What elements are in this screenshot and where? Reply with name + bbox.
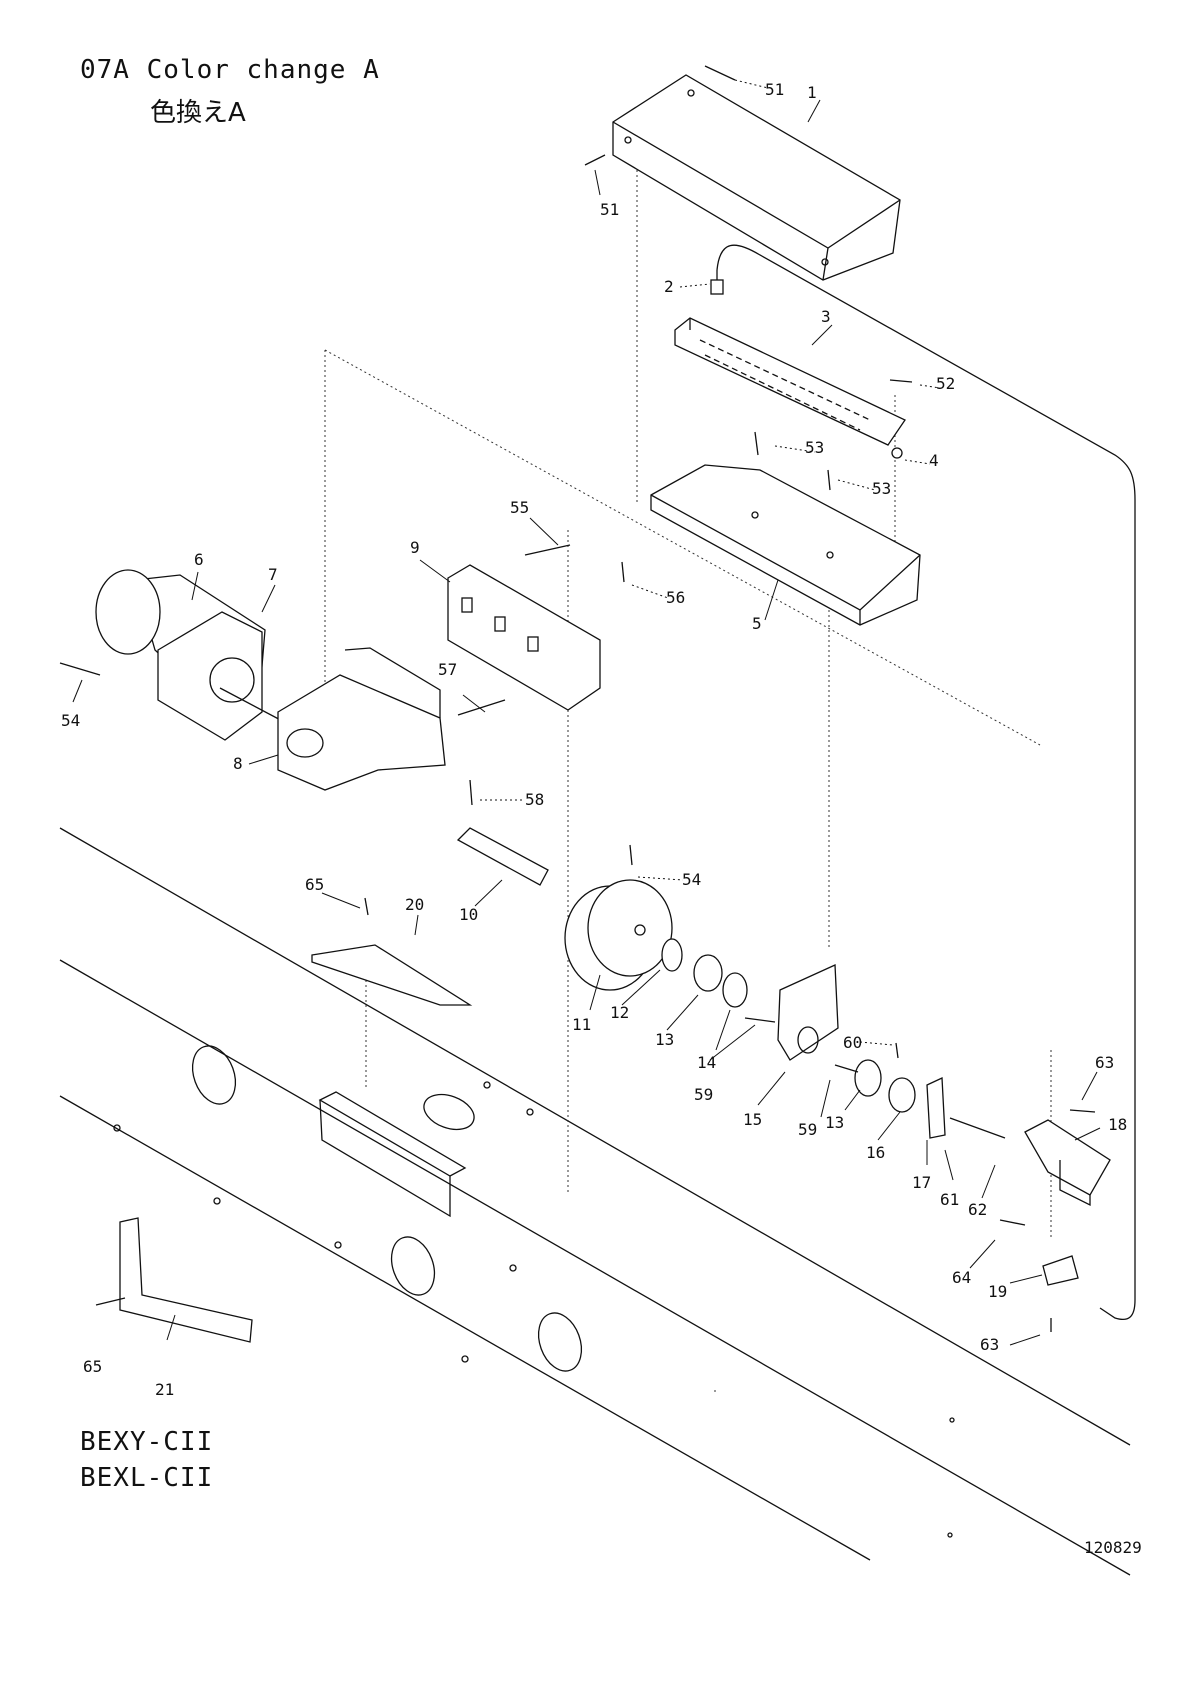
- callout-54-a: 54: [61, 711, 80, 730]
- part-10-shaft: [458, 828, 548, 885]
- part-19-sensor: [1043, 1256, 1078, 1285]
- callout-11: 11: [572, 1015, 591, 1034]
- callout-63-b: 63: [980, 1335, 999, 1354]
- callout-58: 58: [525, 790, 544, 809]
- part-20-cover-plate: [312, 945, 470, 1005]
- callout-54-b: 54: [682, 870, 701, 889]
- callout-53-b: 53: [872, 479, 891, 498]
- part-14-washer: [723, 973, 747, 1007]
- part-9-plate: [448, 565, 600, 710]
- part-15-bearing-bracket: [778, 965, 838, 1060]
- callout-60: 60: [843, 1033, 862, 1052]
- callout-65-a: 65: [305, 875, 324, 894]
- callout-19: 19: [988, 1282, 1007, 1301]
- part-18-sensor-bracket: [1025, 1120, 1110, 1205]
- callout-2: 2: [664, 277, 674, 296]
- callout-61: 61: [940, 1190, 959, 1209]
- callout-52: 52: [936, 374, 955, 393]
- part-1-cover: [613, 75, 900, 280]
- callout-labels: 51 1 51 2 3 52 53 4 53 5 55 9 56 6 7 54 …: [61, 80, 1127, 1399]
- callout-17: 17: [912, 1173, 931, 1192]
- callout-59-b: 59: [798, 1120, 817, 1139]
- callout-7: 7: [268, 565, 278, 584]
- part-13-bearing: [694, 955, 722, 991]
- callout-5: 5: [752, 614, 762, 633]
- callout-1: 1: [807, 83, 817, 102]
- callout-9: 9: [410, 538, 420, 557]
- callout-21: 21: [155, 1380, 174, 1399]
- part-3-circuit-board: [675, 318, 905, 445]
- callout-57: 57: [438, 660, 457, 679]
- callout-3: 3: [821, 307, 831, 326]
- part-12-snap-ring: [662, 939, 682, 971]
- callout-62: 62: [968, 1200, 987, 1219]
- callout-6: 6: [194, 550, 204, 569]
- part-17-bracket: [927, 1078, 945, 1138]
- part-2-connector: [711, 280, 723, 294]
- part-16-collar: [889, 1078, 915, 1112]
- callout-65-b: 65: [83, 1357, 102, 1376]
- callout-51-a: 51: [765, 80, 784, 99]
- callout-53-a: 53: [805, 438, 824, 457]
- callout-13-a: 13: [655, 1030, 674, 1049]
- part-4-nut: [892, 448, 902, 458]
- callout-63-a: 63: [1095, 1053, 1114, 1072]
- part-8-motor-bracket: [278, 648, 445, 790]
- callout-13-b: 13: [825, 1113, 844, 1132]
- callout-59-a: 59: [694, 1085, 713, 1104]
- part-21-cover-plate: [120, 1218, 252, 1342]
- callout-55: 55: [510, 498, 529, 517]
- part-13-bearing-2: [855, 1060, 881, 1096]
- callout-16: 16: [866, 1143, 885, 1162]
- callout-18: 18: [1108, 1115, 1127, 1134]
- callout-12: 12: [610, 1003, 629, 1022]
- callout-64: 64: [952, 1268, 971, 1287]
- callout-20: 20: [405, 895, 424, 914]
- callout-10: 10: [459, 905, 478, 924]
- callout-8: 8: [233, 754, 243, 773]
- callout-51-b: 51: [600, 200, 619, 219]
- callout-56: 56: [666, 588, 685, 607]
- callout-4: 4: [929, 451, 939, 470]
- callout-15: 15: [743, 1110, 762, 1129]
- callout-14: 14: [697, 1053, 716, 1072]
